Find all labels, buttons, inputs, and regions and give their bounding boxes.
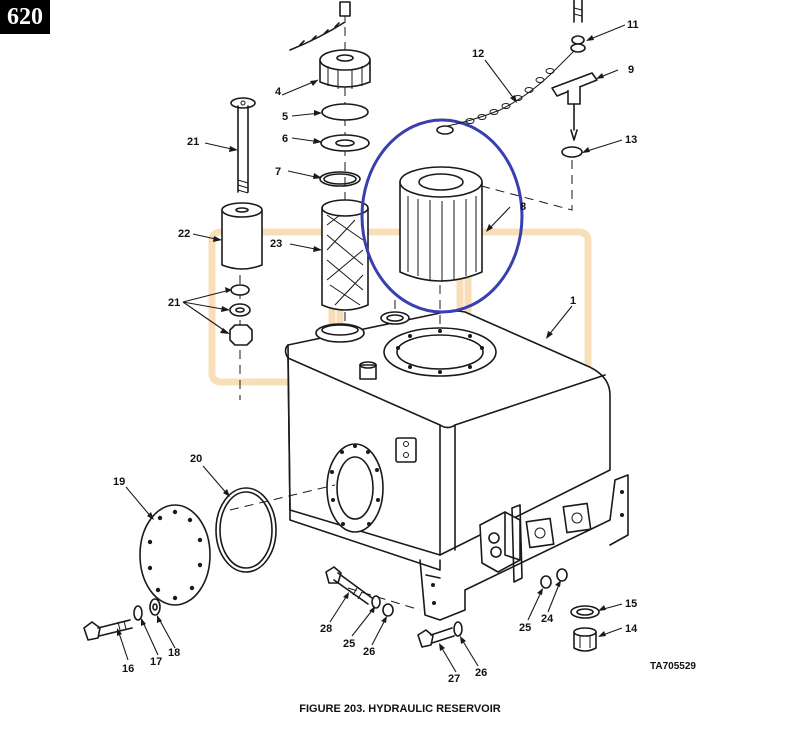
drawing-code: TA705529	[650, 661, 696, 672]
callout-27: 27	[448, 673, 460, 685]
callout-8: 8	[520, 201, 526, 213]
figure-caption: FIGURE 203. HYDRAULIC RESERVOIR	[299, 703, 501, 715]
callout-15: 15	[625, 598, 637, 610]
callout-labels: 1 4 5 6 7 8 9 11 12 13 14 15 16 17 18 19…	[113, 19, 639, 685]
callout-5: 5	[282, 111, 288, 123]
fasteners	[83, 566, 600, 652]
callout-6: 6	[282, 133, 288, 145]
callout-1: 1	[570, 295, 576, 307]
callout-11: 11	[627, 19, 639, 31]
callout-16: 16	[122, 663, 134, 675]
filler-cap-stack	[289, 1, 410, 343]
callout-21-top: 21	[187, 136, 199, 148]
bolt-spacer-stack	[221, 97, 263, 346]
callout-21-bottom: 21	[168, 297, 180, 309]
filter-element	[399, 166, 483, 282]
callout-18: 18	[168, 647, 180, 659]
callout-13: 13	[625, 134, 637, 146]
callout-7: 7	[275, 166, 281, 178]
callout-4: 4	[275, 86, 282, 98]
callout-23: 23	[270, 238, 282, 250]
highlight-circle	[360, 118, 524, 314]
callout-17: 17	[150, 656, 162, 668]
reservoir-tank	[284, 310, 629, 621]
side-cover-plate	[139, 504, 211, 606]
callout-22: 22	[178, 228, 190, 240]
callout-28: 28	[320, 623, 332, 635]
callout-12: 12	[472, 48, 484, 60]
page-number-badge: 620	[0, 0, 50, 34]
callout-24: 24	[541, 613, 554, 625]
callout-25-right: 25	[519, 622, 531, 634]
callout-26-left: 26	[363, 646, 375, 658]
callout-20: 20	[190, 453, 202, 465]
callout-25-left: 25	[343, 638, 355, 650]
callout-14: 14	[625, 623, 638, 635]
callout-9: 9	[628, 64, 634, 76]
callout-19: 19	[113, 476, 125, 488]
side-cover-gasket	[215, 487, 277, 573]
callout-26-right: 26	[475, 667, 487, 679]
dipstick-assembly	[436, 0, 598, 158]
leader-lines	[117, 24, 626, 673]
